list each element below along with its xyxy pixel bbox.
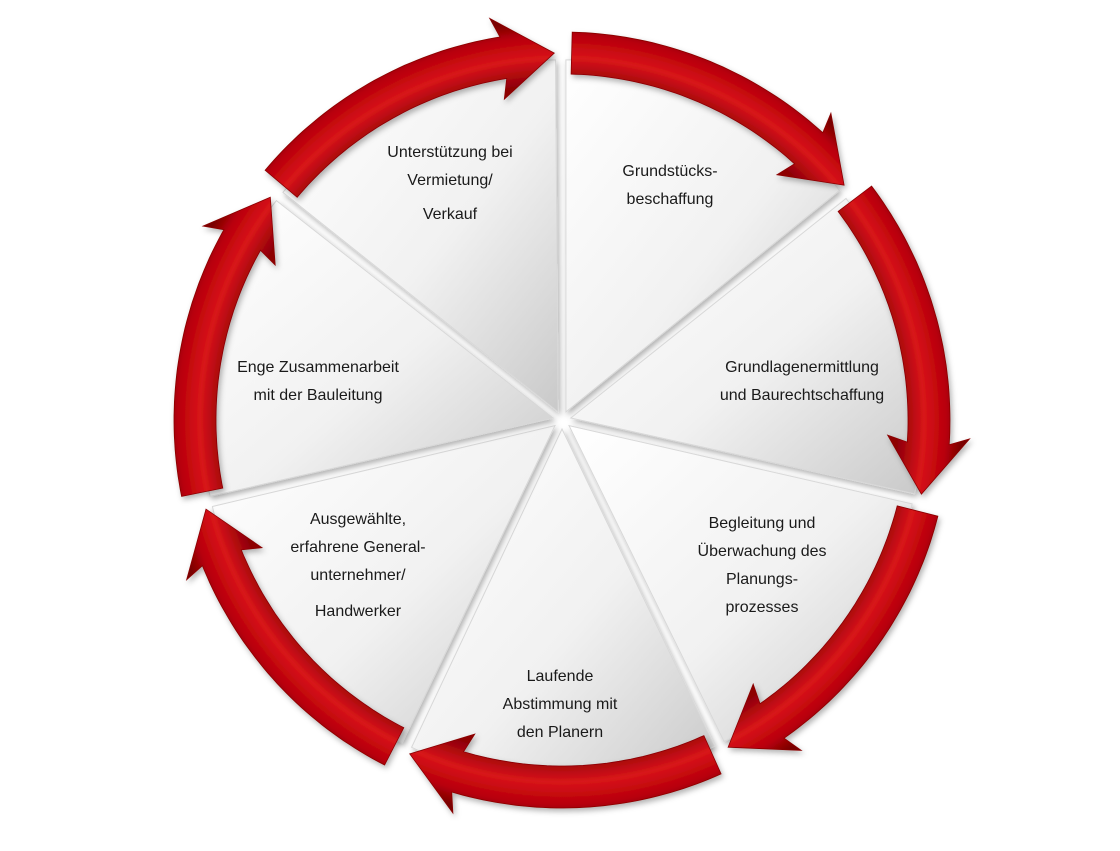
label-line: mit der Bauleitung bbox=[253, 387, 383, 404]
label-line: Enge Zusammenarbeit bbox=[237, 359, 399, 376]
label-line: unternehmer/ bbox=[310, 567, 406, 584]
cycle-arrow-icon bbox=[727, 505, 939, 751]
label-line: Planungs- bbox=[725, 571, 799, 588]
label-line: Unterstützung bei bbox=[387, 144, 513, 161]
label-line: Vermietung/ bbox=[407, 172, 493, 189]
label-line: Grundstücks- bbox=[622, 163, 718, 180]
cycle-arrow-icon bbox=[173, 196, 276, 497]
label-line: prozesses bbox=[725, 599, 799, 616]
segment-label-grundlagenermittlung: Grundlagenermittlung und Baurechtschaffu… bbox=[720, 354, 884, 410]
segment-label-vermietung: Unterstützung bei Vermietung/ Verkauf bbox=[387, 139, 512, 229]
label-line: Laufende bbox=[526, 668, 594, 685]
label-line: Begleitung und bbox=[708, 515, 816, 532]
label-line: erfahrene General- bbox=[290, 539, 426, 556]
segment-label-begleitung: Begleitung und Überwachung des Planungs-… bbox=[698, 510, 827, 622]
label-line: Grundlagenermittlung bbox=[725, 359, 879, 376]
label-line: den Planern bbox=[516, 724, 604, 741]
label-line: beschaffung bbox=[626, 191, 714, 208]
cycle-arrow-icon bbox=[264, 17, 555, 198]
segment-label-generalunternehmer: Ausgewählte, erfahrene General- unterneh… bbox=[290, 506, 425, 626]
label-line: Verkauf bbox=[422, 206, 478, 223]
segment-label-laufende-abstimmung: Laufende Abstimmung mit den Planern bbox=[503, 663, 618, 747]
cycle-arrow-icon bbox=[409, 733, 722, 815]
segment-label-bauleitung: Enge Zusammenarbeit mit der Bauleitung bbox=[237, 354, 399, 410]
cycle-arrow-icon bbox=[185, 508, 405, 766]
cycle-arrow-icon bbox=[837, 185, 971, 495]
label-line: Handwerker bbox=[314, 603, 402, 620]
cycle-arrow-icon bbox=[570, 31, 845, 186]
label-line: Abstimmung mit bbox=[502, 696, 618, 713]
segment-label-grundstuecksbeschaffung: Grundstücks- beschaffung bbox=[622, 158, 717, 214]
label-line: Überwachung des bbox=[697, 543, 827, 560]
label-line: Ausgewählte, bbox=[309, 511, 407, 528]
label-line: und Baurechtschaffung bbox=[719, 387, 885, 404]
